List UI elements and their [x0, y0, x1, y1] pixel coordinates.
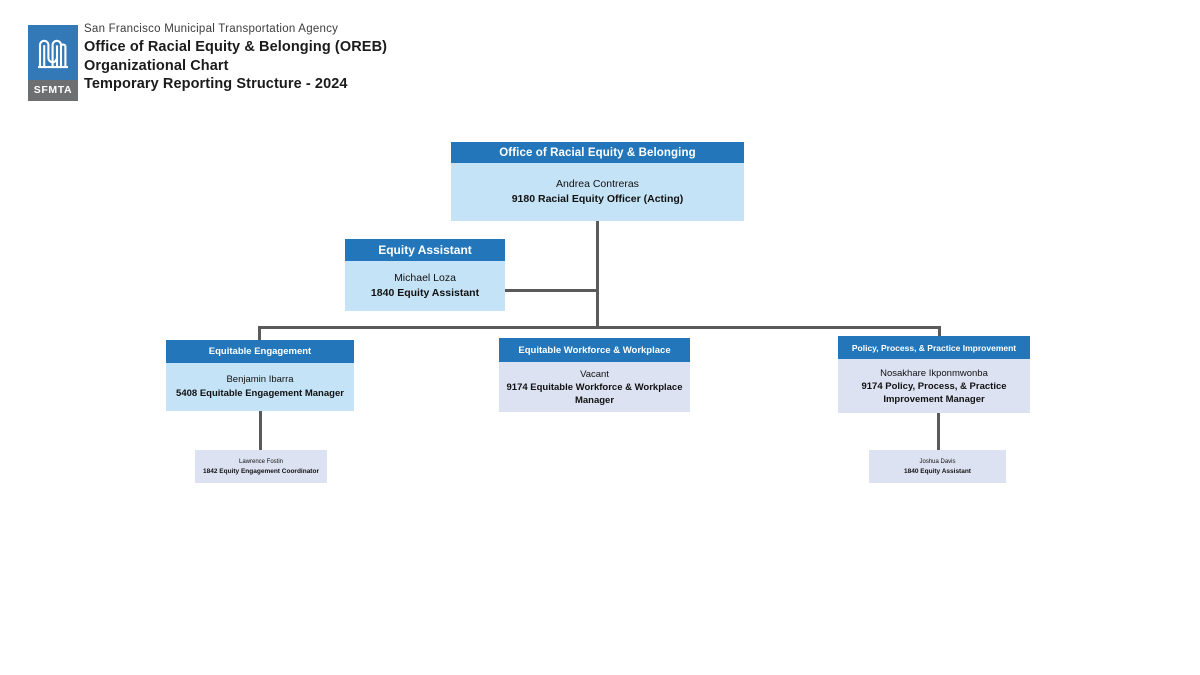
connector-drop-engagement [258, 326, 261, 341]
node-person-title: 9174 Policy, Process, & Practice Improve… [861, 380, 1007, 405]
node-person-title: 1840 Equity Assistant [370, 287, 480, 299]
node-header: Equity Assistant [345, 239, 505, 261]
node-person-title: 9180 Racial Equity Officer (Acting) [511, 193, 684, 205]
node-person-title: 9174 Equitable Workforce & Workplace Man… [506, 381, 683, 406]
node-person-name: Joshua Davis [919, 458, 956, 465]
node-body: Andrea Contreras 9180 Racial Equity Offi… [451, 163, 744, 221]
node-policy-process-practice-improvement[interactable]: Policy, Process, & Practice Improvement … [838, 336, 1030, 413]
agency-name: San Francisco Municipal Transportation A… [84, 23, 339, 35]
page-title: Office of Racial Equity & Belonging (ORE… [84, 39, 388, 55]
connector-drop-policy [938, 326, 941, 337]
node-body: Vacant 9174 Equitable Workforce & Workpl… [499, 362, 690, 412]
logo-wordmark: SFMTA [33, 84, 73, 96]
node-person-name: Andrea Contreras [556, 178, 639, 190]
node-header: Policy, Process, & Practice Improvement [838, 336, 1030, 359]
node-body: Michael Loza 1840 Equity Assistant [345, 261, 505, 311]
logo-blue-panel [28, 25, 78, 80]
connector-engagement-to-coordinator [259, 411, 262, 450]
node-equity-engagement-coordinator[interactable]: Lawrence Fostin 1842 Equity Engagement C… [195, 450, 327, 483]
page-subtitle-year: Temporary Reporting Structure - 2024 [84, 76, 348, 92]
node-person-title: 5408 Equitable Engagement Manager [176, 388, 344, 399]
node-header: Equitable Workforce & Workplace [499, 338, 690, 362]
logo-wordmark-band: SFMTA [28, 80, 78, 101]
node-equitable-workforce-workplace[interactable]: Equitable Workforce & Workplace Vacant 9… [499, 338, 690, 412]
node-person-name: Nosakhare Ikponmwonba [880, 367, 988, 379]
node-office-of-racial-equity-belonging[interactable]: Office of Racial Equity & Belonging Andr… [451, 142, 744, 221]
connector-policy-to-assistant [937, 390, 940, 450]
node-equity-assistant-2[interactable]: Joshua Davis 1840 Equity Assistant [869, 450, 1006, 483]
sfmta-logo: SFMTA [28, 25, 78, 101]
node-equitable-engagement[interactable]: Equitable Engagement Benjamin Ibarra 540… [166, 340, 354, 411]
connector-top-vertical [596, 221, 599, 327]
node-body: Nosakhare Ikponmwonba 9174 Policy, Proce… [838, 359, 1030, 413]
node-header: Equitable Engagement [166, 340, 354, 363]
page-subtitle: Organizational Chart [84, 57, 229, 74]
title-block: San Francisco Municipal Transportation A… [84, 22, 724, 94]
connector-equity-assistant [504, 289, 598, 292]
node-equity-assistant[interactable]: Equity Assistant Michael Loza 1840 Equit… [345, 239, 505, 311]
node-person-title: 1840 Equity Assistant [904, 467, 971, 475]
node-header: Office of Racial Equity & Belonging [451, 142, 744, 163]
node-body: Benjamin Ibarra 5408 Equitable Engagemen… [166, 363, 354, 411]
node-person-title: 1842 Equity Engagement Coordinator [203, 467, 319, 475]
node-person-name: Lawrence Fostin [238, 458, 284, 465]
node-person-name: Vacant [580, 368, 609, 380]
node-person-name: Michael Loza [394, 272, 456, 284]
node-person-name: Benjamin Ibarra [226, 374, 294, 385]
sfmta-m-logo-icon [38, 39, 68, 69]
connector-branch-rail [258, 326, 940, 329]
